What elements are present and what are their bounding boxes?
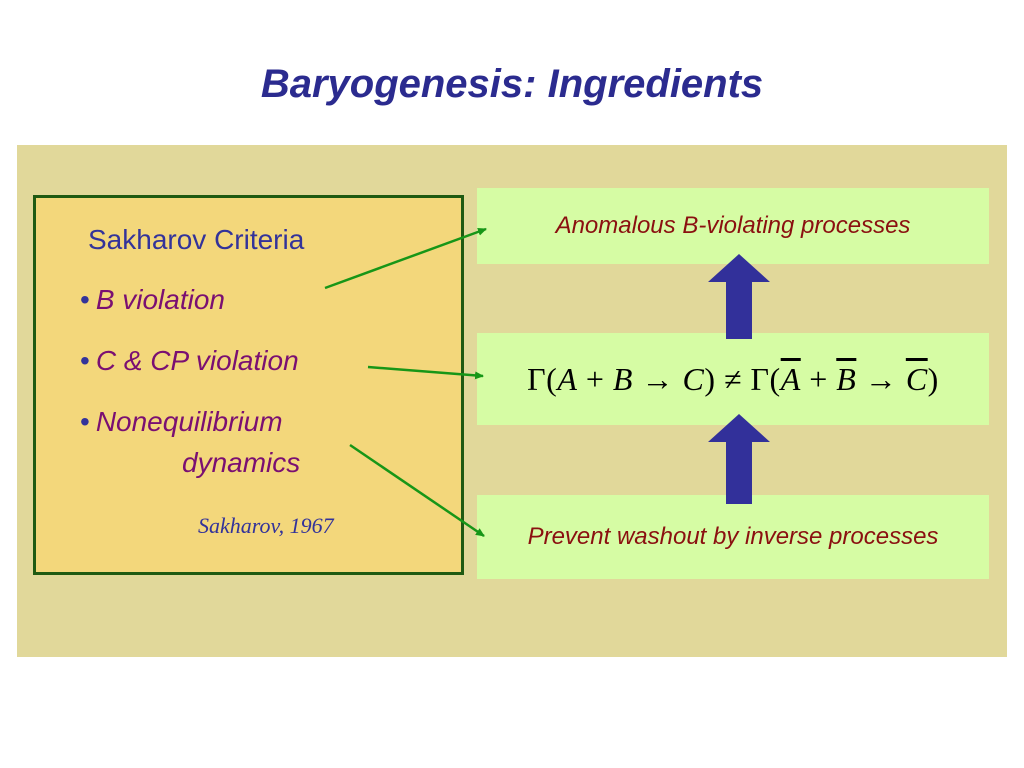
paren-open: ( (546, 360, 558, 397)
criterion-b-violation: •B violation (80, 284, 225, 316)
criterion-nonequilibrium: •Nonequilibrium (80, 406, 283, 438)
anomalous-processes-label: Anomalous B-violating processes (555, 212, 911, 239)
bullet-glyph: • (80, 284, 90, 315)
rate-inequality-box: Γ(A + B → C) ≠ Γ(A + B → C) (477, 333, 989, 425)
paren-open: ( (769, 360, 781, 397)
block-arrow-up-upper (708, 254, 770, 339)
connector-nonequilibrium-arrow (349, 443, 485, 538)
connector-b-violation-arrow (324, 227, 487, 290)
not-equal-symbol: ≠ (723, 360, 743, 397)
arrow-symbol: → (864, 360, 898, 397)
prevent-washout-box: Prevent washout by inverse processes (477, 495, 989, 579)
criterion-label: Nonequilibrium (95, 406, 283, 437)
arrow-symbol: → (641, 360, 674, 397)
var-a: A (557, 360, 578, 397)
var-b-bar: B (836, 360, 857, 397)
sakharov-criteria-box (33, 195, 464, 575)
anomalous-processes-box: Anomalous B-violating processes (477, 188, 989, 264)
bullet-glyph: • (80, 406, 90, 437)
criterion-nonequilibrium-continuation: dynamics (182, 447, 301, 478)
connector-cp-violation-arrow (367, 365, 484, 380)
slide-title: Baryogenesis: Ingredients (260, 62, 764, 106)
paren-close: ) (927, 360, 939, 397)
plus-symbol: + (585, 360, 605, 397)
criterion-label: B violation (95, 284, 225, 315)
rate-inequality-formula: Γ(A + B → C) ≠ Γ(A + B → C) (527, 361, 939, 398)
citation: Sakharov, 1967 (198, 513, 334, 538)
criteria-heading: Sakharov Criteria (88, 224, 305, 255)
gamma-symbol: Γ (750, 360, 770, 397)
criterion-c-cp-violation: •C & CP violation (80, 345, 299, 377)
prevent-washout-label: Prevent washout by inverse processes (527, 523, 939, 550)
var-c-bar: C (905, 360, 928, 397)
var-b: B (612, 360, 633, 397)
paren-close: ) (704, 360, 716, 397)
block-arrow-up-lower (708, 414, 770, 504)
var-c: C (682, 360, 705, 397)
gamma-symbol: Γ (527, 360, 547, 397)
criterion-label: C & CP violation (95, 345, 299, 376)
var-a-bar: A (780, 360, 801, 397)
plus-symbol: + (809, 360, 828, 397)
bullet-glyph: • (80, 345, 90, 376)
